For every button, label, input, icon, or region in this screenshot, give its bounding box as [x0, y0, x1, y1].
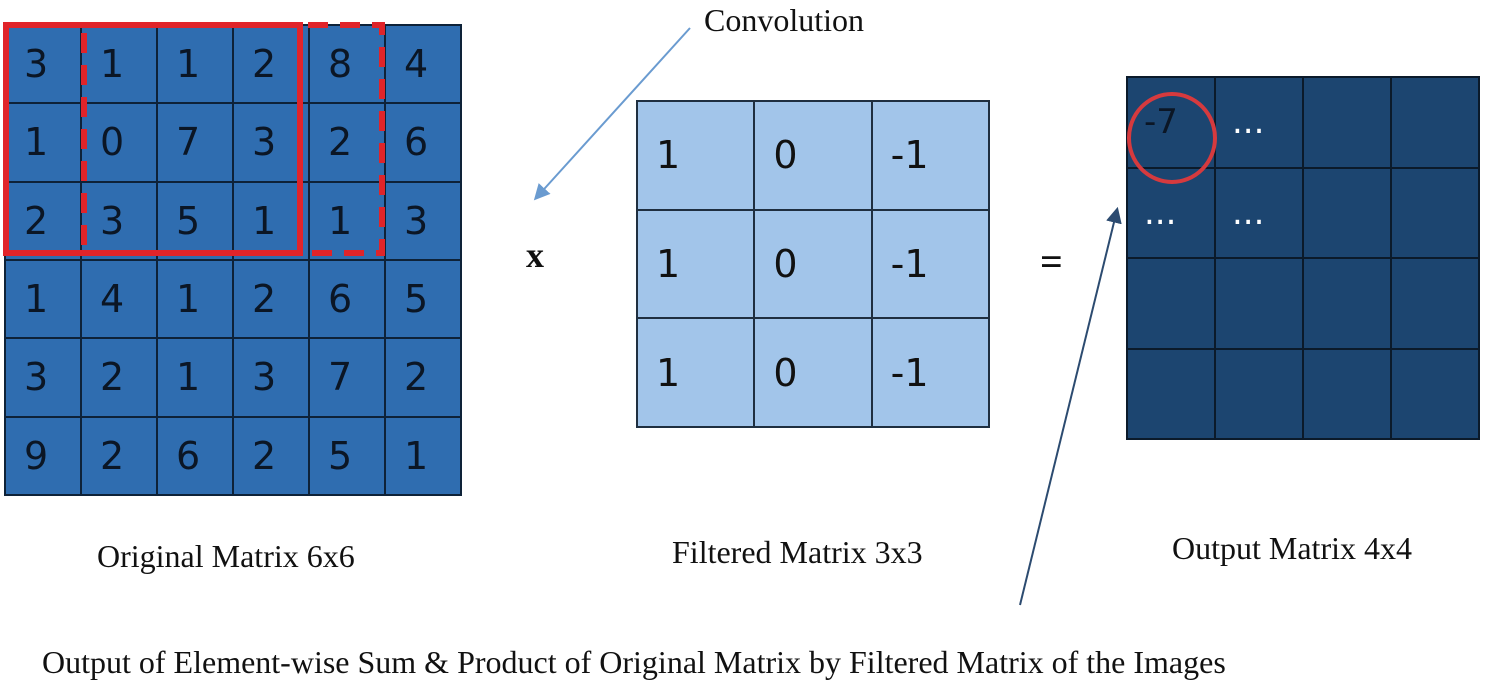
- original-cell: 3: [234, 104, 310, 183]
- original-cell: 4: [82, 261, 158, 340]
- original-cell: 1: [234, 182, 310, 261]
- original-cell: 1: [386, 417, 462, 496]
- output-cell: ...: [1128, 168, 1216, 259]
- original-cell: 2: [234, 261, 310, 340]
- original-cell: 4: [386, 26, 462, 105]
- original-cell: 7: [158, 104, 234, 183]
- equals-operator: =: [1040, 239, 1063, 284]
- output-pointer-arrow: [1019, 206, 1122, 606]
- output-cell: [1392, 168, 1480, 259]
- output-cell: [1304, 349, 1392, 440]
- original-cell: 3: [6, 339, 82, 418]
- output-cell: [1128, 349, 1216, 440]
- filter-cell: 1: [638, 210, 756, 320]
- convolution-label: Convolution: [704, 2, 865, 38]
- original-cell: 2: [82, 417, 158, 496]
- original-cell: 2: [386, 339, 462, 418]
- output-matrix-caption: Output Matrix 4x4: [1172, 530, 1412, 566]
- filter-cell: -1: [872, 319, 990, 428]
- original-cell: 3: [82, 182, 158, 261]
- filter-cell: 1: [638, 319, 756, 428]
- convolution-arrow: [533, 27, 691, 201]
- output-cell: [1304, 78, 1392, 169]
- original-cell: 5: [386, 261, 462, 340]
- original-cell: 1: [6, 104, 82, 183]
- original-cell: 5: [158, 182, 234, 261]
- output-cell: [1304, 259, 1392, 350]
- filter-cell: -1: [872, 210, 990, 320]
- original-cell: 0: [82, 104, 158, 183]
- filter-cell: -1: [872, 102, 990, 211]
- original-cell: 6: [310, 261, 386, 340]
- filter-matrix: 1 0 -1 1 0 -1 1 0 -1: [636, 100, 990, 428]
- original-cell: 1: [6, 261, 82, 340]
- output-cell: [1216, 259, 1304, 350]
- original-matrix-caption: Original Matrix 6x6: [97, 538, 355, 574]
- output-cell: [1304, 168, 1392, 259]
- original-cell: 2: [234, 26, 310, 105]
- output-cell: [1128, 259, 1216, 350]
- output-cell: [1216, 349, 1304, 440]
- original-cell: 1: [310, 182, 386, 261]
- original-cell: 2: [234, 417, 310, 496]
- output-cell: [1392, 78, 1480, 169]
- output-cell: -7: [1128, 78, 1216, 169]
- filter-cell: 1: [638, 102, 756, 211]
- filter-cell: 0: [755, 319, 873, 428]
- original-cell: 1: [158, 261, 234, 340]
- original-cell: 9: [6, 417, 82, 496]
- original-cell: 1: [158, 339, 234, 418]
- dashed-window-highlight: [81, 22, 385, 256]
- original-cell: 8: [310, 26, 386, 105]
- output-cell: [1392, 259, 1480, 350]
- original-cell: 5: [310, 417, 386, 496]
- original-cell: 7: [310, 339, 386, 418]
- original-matrix: 3 1 1 2 8 4 1 0 7 3 2 6 2 3 5 1 1 3 1 4 …: [4, 24, 462, 496]
- filter-cell: 0: [755, 210, 873, 320]
- original-cell: 1: [82, 26, 158, 105]
- original-cell: 2: [6, 182, 82, 261]
- output-matrix: -7 ... ... ...: [1126, 76, 1480, 440]
- output-cell: [1392, 349, 1480, 440]
- output-cell: ...: [1216, 168, 1304, 259]
- original-cell: 2: [82, 339, 158, 418]
- filtered-matrix-caption: Filtered Matrix 3x3: [672, 534, 923, 570]
- original-cell: 1: [158, 26, 234, 105]
- original-cell: 6: [386, 104, 462, 183]
- solid-window-highlight: [3, 22, 303, 256]
- original-cell: 3: [386, 182, 462, 261]
- multiply-operator: x: [526, 235, 544, 275]
- original-cell: 3: [234, 339, 310, 418]
- filter-cell: 0: [755, 102, 873, 211]
- original-cell: 6: [158, 417, 234, 496]
- output-cell: ...: [1216, 78, 1304, 169]
- result-circle-highlight: [1127, 92, 1217, 184]
- bottom-caption: Output of Element-wise Sum & Product of …: [42, 644, 1226, 680]
